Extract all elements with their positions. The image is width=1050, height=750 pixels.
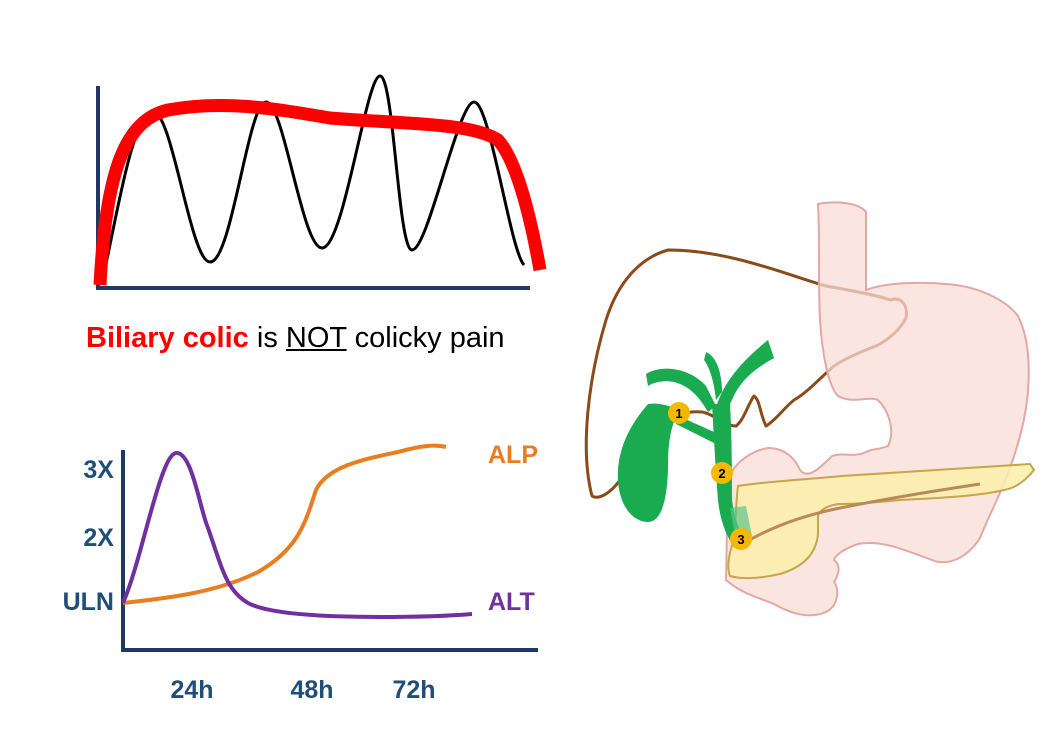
anatomy-illustration: 1 2 3 xyxy=(584,201,1036,617)
caption-colicky-pain: colicky pain xyxy=(346,322,505,354)
alt-curve xyxy=(121,451,473,620)
marker-1-label: 1 xyxy=(675,406,682,421)
marker-1: 1 xyxy=(668,402,690,424)
biliary-tree xyxy=(617,340,774,546)
gallbladder xyxy=(617,403,680,522)
caption: Biliary colic is NOT colicky pain xyxy=(86,322,505,355)
marker-2: 2 xyxy=(711,462,733,484)
right-hepatic-duct xyxy=(646,368,716,412)
pain-chart xyxy=(93,74,547,290)
marker-3-label: 3 xyxy=(737,532,744,547)
marker-3: 3 xyxy=(730,528,752,550)
lab-chart: 3X 2X ULN 24h 48h 72h ALP ALT xyxy=(63,441,538,704)
y-tick-uln: ULN xyxy=(63,588,114,616)
caption-biliary-colic: Biliary colic xyxy=(86,322,249,354)
caption-not: NOT xyxy=(285,322,347,354)
caption-is: is xyxy=(248,322,286,354)
y-tick-3x: 3X xyxy=(83,456,114,484)
x-tick-24h: 24h xyxy=(170,676,213,704)
upper-hepatic-branch xyxy=(704,352,722,400)
alp-curve xyxy=(122,443,447,605)
pancreatic-duct xyxy=(745,482,981,544)
x-tick-72h: 72h xyxy=(392,676,435,704)
y-tick-2x: 2X xyxy=(83,524,114,552)
alt-series-label: ALT xyxy=(488,588,535,616)
alp-series-label: ALP xyxy=(488,441,538,469)
biliary-pain-curve xyxy=(93,98,547,286)
left-hepatic-duct xyxy=(716,340,774,412)
marker-2-label: 2 xyxy=(718,466,725,481)
x-tick-48h: 48h xyxy=(290,676,333,704)
colic-wave-curve xyxy=(101,74,526,279)
